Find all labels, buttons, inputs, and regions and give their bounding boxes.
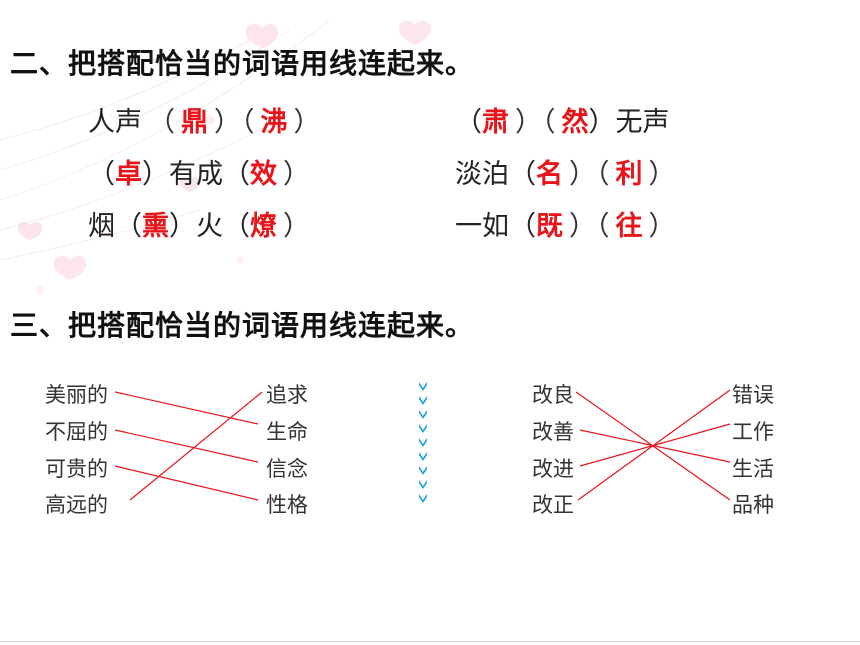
idiom-text: ）有成（ — [142, 159, 250, 190]
word-left-7: 改进 — [532, 457, 574, 481]
answer-char: 卓 — [115, 159, 142, 190]
match-line — [114, 391, 259, 425]
answer-char: 往 — [615, 211, 643, 242]
word-right-2: 生命 — [266, 420, 308, 444]
word-left-2: 不屈的 — [45, 420, 108, 444]
idiom-paren: （ — [148, 107, 175, 138]
section-3-heading: 三、把搭配恰当的词语用线连起来。 — [10, 309, 475, 342]
answer-char: 鼎 — [181, 107, 208, 138]
word-left-5: 改良 — [532, 383, 574, 407]
idiom-row-3: 烟（熏）火（燎） — [88, 204, 316, 243]
word-right-7: 生活 — [732, 457, 774, 481]
idiom-text: ）火（ — [169, 211, 250, 242]
match-line — [129, 391, 263, 501]
idiom-paren: （ — [455, 107, 482, 138]
answer-char: 既 — [536, 211, 563, 242]
separator-chevrons — [419, 382, 427, 503]
answer-char: 名 — [536, 159, 563, 190]
answer-char: 肃 — [482, 107, 509, 138]
idiom-row-1: 人声（鼎）（沸） — [88, 100, 327, 139]
match-line — [114, 465, 259, 501]
word-left-3: 可贵的 — [45, 457, 108, 481]
match-line — [579, 429, 731, 463]
word-right-3: 信念 — [266, 457, 308, 481]
idiom-paren: ） — [293, 107, 321, 138]
match-line — [114, 429, 259, 463]
word-right-5: 错误 — [732, 383, 774, 407]
answer-char: 熏 — [142, 211, 169, 242]
word-right-4: 性格 — [266, 493, 308, 517]
idiom-row-6: 一如（既）（往） — [455, 204, 682, 243]
idiom-paren: ）（ — [569, 211, 610, 242]
word-left-8: 改正 — [532, 493, 574, 517]
word-left-1: 美丽的 — [45, 383, 108, 407]
answer-char: 沸 — [260, 107, 288, 138]
idiom-text: 一如（ — [455, 211, 536, 242]
word-left-4: 高远的 — [45, 493, 108, 517]
idiom-row-5: 淡泊（名）（利） — [455, 152, 682, 191]
answer-char: 然 — [561, 107, 589, 138]
answer-char: 利 — [615, 159, 643, 190]
idiom-row-4: （肃）（然）无声 — [455, 100, 670, 139]
idiom-paren: ） — [283, 211, 310, 242]
idiom-paren: （ — [88, 159, 115, 190]
idiom-text: 烟（ — [88, 211, 142, 242]
idiom-paren: ）（ — [569, 159, 610, 190]
idiom-paren: ） — [648, 159, 676, 190]
word-right-6: 工作 — [732, 420, 774, 444]
idiom-text: 人声 — [88, 107, 142, 138]
section-2-heading: 二、把搭配恰当的词语用线连起来。 — [10, 47, 475, 80]
answer-char: 燎 — [250, 211, 277, 242]
idiom-paren: ） — [648, 211, 676, 242]
idiom-paren: ） — [283, 159, 310, 190]
word-right-8: 品种 — [732, 493, 774, 517]
idiom-paren: ）（ — [214, 107, 255, 138]
idiom-row-2: （卓）有成（效） — [88, 152, 316, 191]
answer-char: 效 — [250, 159, 277, 190]
idiom-text: 淡泊（ — [455, 159, 536, 190]
match-line — [577, 389, 731, 501]
idiom-text: ）无声 — [588, 107, 670, 138]
word-right-1: 追求 — [266, 383, 308, 407]
idiom-paren: ）（ — [515, 107, 556, 138]
word-left-6: 改善 — [532, 420, 574, 444]
bottom-divider — [0, 641, 860, 642]
